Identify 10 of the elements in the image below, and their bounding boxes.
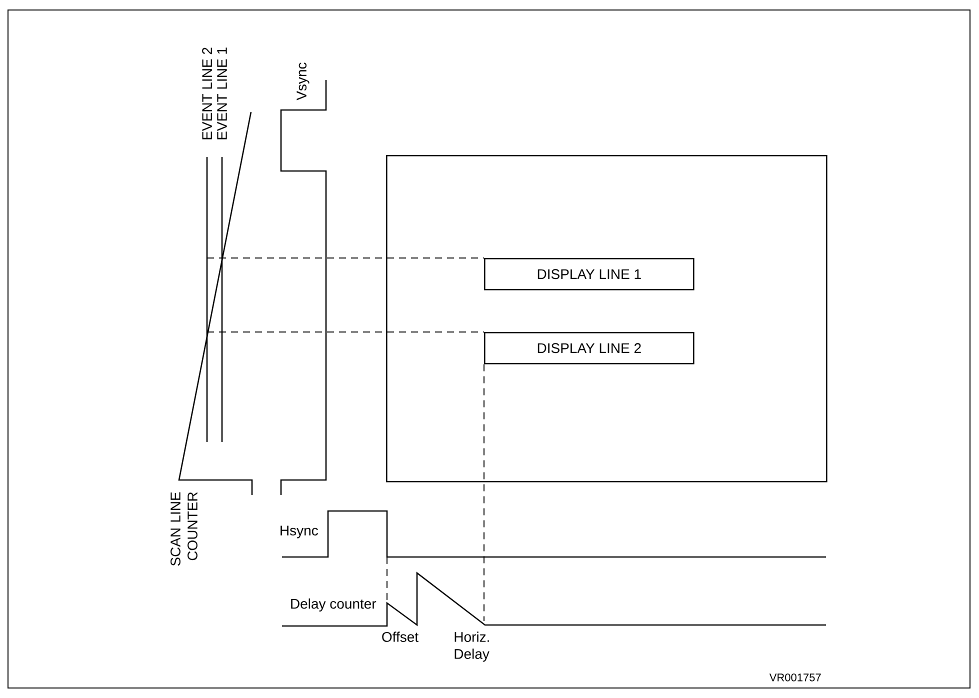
signal-label: Vsync — [296, 62, 310, 100]
signal-label: EVENT LINE 2 — [202, 48, 212, 140]
time-label: Horiz. Delay — [454, 632, 490, 662]
signal-label: SCAN LINE COUNTER — [170, 492, 198, 566]
figure-number: VR001757 — [769, 674, 821, 682]
screen-rectangle — [386, 155, 828, 482]
time-label: Offset — [382, 632, 418, 642]
signal-label: EVENT LINE 1 — [217, 48, 227, 140]
signal-label: Delay counter — [291, 598, 376, 612]
signal-label: Hsync — [280, 526, 318, 538]
